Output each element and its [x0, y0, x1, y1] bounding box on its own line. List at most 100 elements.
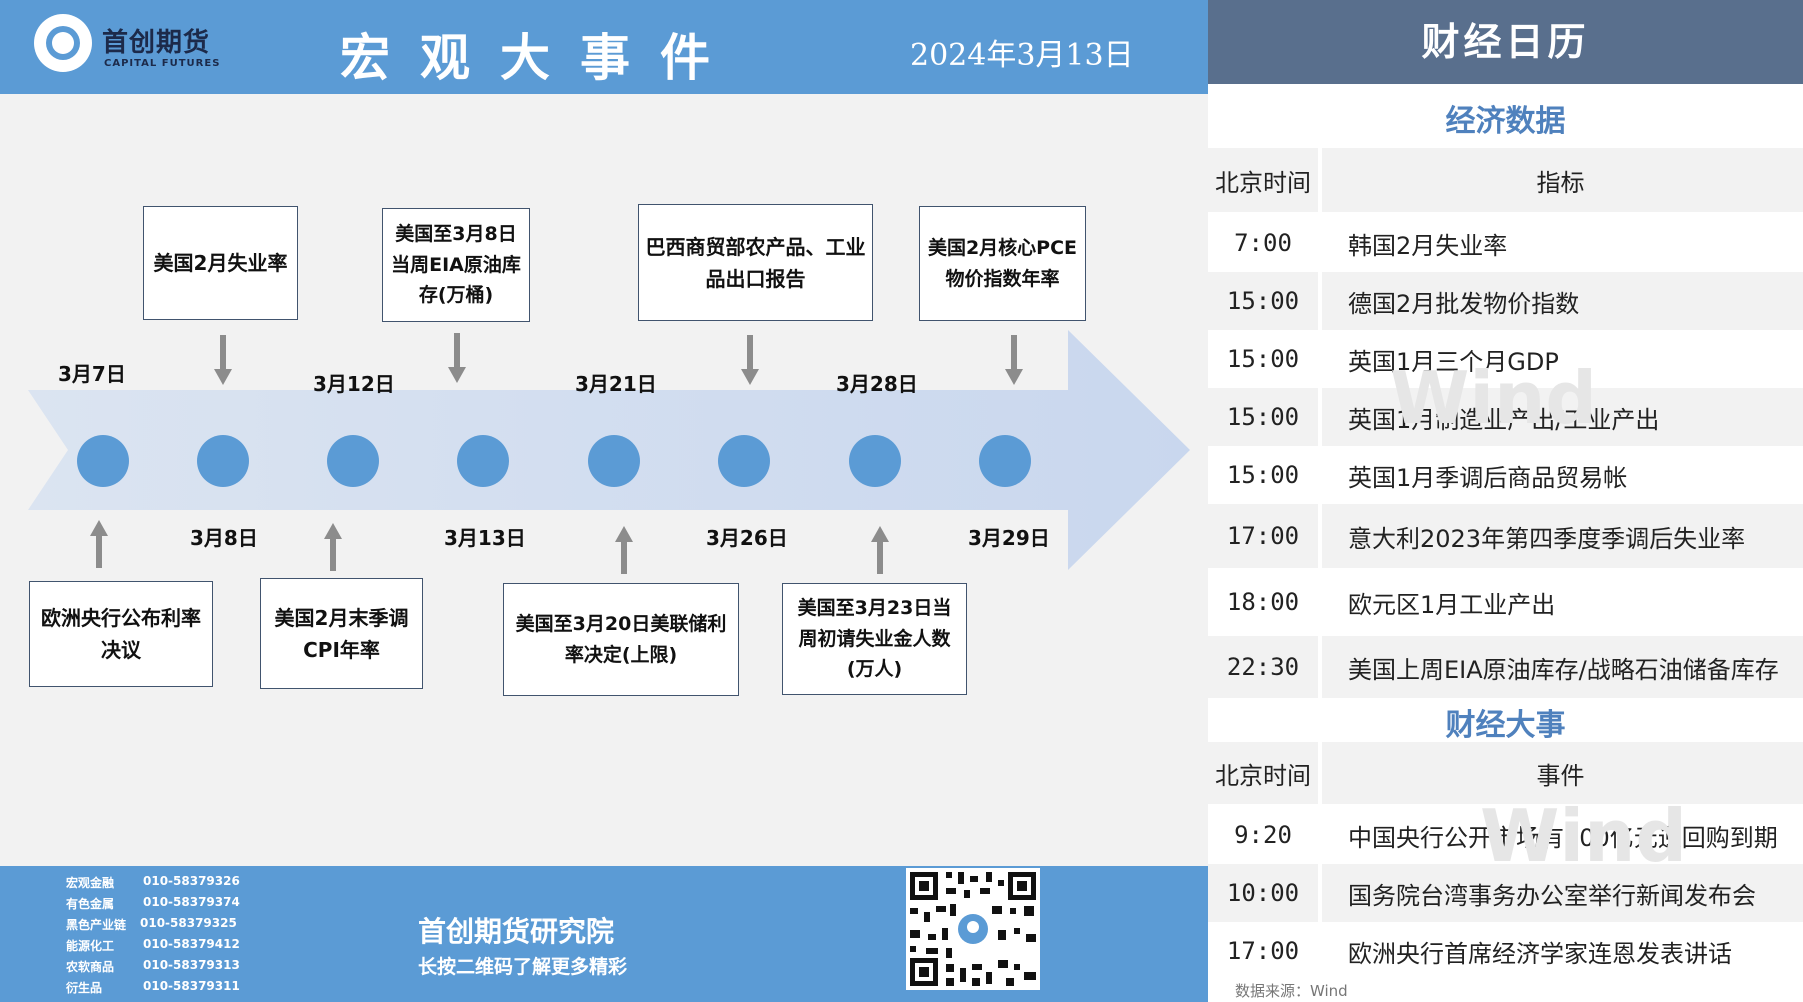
- row-time: 15:00: [1226, 345, 1300, 373]
- events-title: 财经大事: [1445, 708, 1566, 743]
- contact-dept: 宏观金融: [66, 876, 115, 890]
- table-row: 17:00 意大利2023年第四季度季调后失业率: [1208, 504, 1803, 568]
- timeline-dot: [77, 435, 129, 487]
- row-time: 7:00: [1234, 229, 1292, 257]
- timeline-dot: [979, 435, 1031, 487]
- contact-phone: 010-58379311: [143, 979, 240, 993]
- row-time: 10:00: [1226, 879, 1300, 907]
- page-title: 宏观大事件: [340, 28, 740, 87]
- contact-dept: 衍生品: [66, 981, 103, 995]
- table-row: 15:00 英国1月三个月GDP: [1208, 330, 1803, 388]
- timeline-date: 3月12日: [313, 372, 395, 396]
- timeline-date: 3月13日: [444, 526, 526, 550]
- timeline-dot: [849, 435, 901, 487]
- event-box: 美国至3月8日当周EIA原油库存(万桶): [382, 208, 530, 322]
- event-box: 欧洲央行公布利率决议: [29, 581, 213, 687]
- qr-code-icon[interactable]: [906, 868, 1040, 990]
- row-item: 英国1月季调后商品贸易帐: [1348, 463, 1628, 492]
- event-text: 美国2月失业率: [153, 251, 288, 275]
- arrow-up-icon: [90, 520, 108, 568]
- row-item: 欧元区1月工业产出: [1348, 590, 1556, 619]
- table-row: 15:00 德国2月批发物价指数: [1208, 272, 1803, 330]
- arrow-down-icon: [741, 335, 759, 385]
- row-item: 韩国2月失业率: [1348, 231, 1508, 260]
- company-logo: 首创期货 CAPITAL FUTURES: [34, 14, 224, 76]
- contact-dept: 黑色产业链: [66, 918, 127, 932]
- event-text: 美国至3月23日当周初请失业金人数(万人): [797, 597, 952, 681]
- event-box: 美国2月核心PCE物价指数年率: [919, 206, 1086, 321]
- contact-phone: 010-58379313: [143, 958, 240, 972]
- arrow-up-icon: [871, 526, 889, 574]
- table-row: 22:30 美国上周EIA原油库存/战略石油储备库存: [1208, 636, 1803, 698]
- arrow-up-icon: [615, 526, 633, 574]
- col-time-header: 北京时间: [1215, 761, 1311, 790]
- row-item: 美国上周EIA原油库存/战略石油储备库存: [1348, 655, 1779, 684]
- calendar-title: 财经日历: [1208, 0, 1803, 84]
- timeline-date: 3月21日: [575, 372, 657, 396]
- event-text: 美国2月核心PCE物价指数年率: [927, 237, 1078, 290]
- timeline-dot: [197, 435, 249, 487]
- row-time: 17:00: [1226, 522, 1300, 550]
- events-table-header: 北京时间 事件: [1208, 742, 1803, 804]
- timeline-date: 3月29日: [968, 526, 1050, 550]
- event-box: 美国至3月23日当周初请失业金人数(万人): [782, 583, 967, 695]
- row-item: 意大利2023年第四季度季调后失业率: [1348, 524, 1746, 553]
- table-row: 10:00 国务院台湾事务办公室举行新闻发布会: [1208, 864, 1803, 922]
- data-source-note: 数据来源：Wind: [1235, 982, 1348, 1000]
- timeline-date: 3月28日: [836, 372, 918, 396]
- timeline-dot: [457, 435, 509, 487]
- table-row: 9:20 中国央行公开市场有100亿元逆回购到期: [1208, 806, 1803, 864]
- table-row: 18:00 欧元区1月工业产出: [1208, 570, 1803, 634]
- contact-phone: 010-58379326: [143, 874, 240, 888]
- event-text: 欧洲央行公布利率决议: [41, 606, 201, 662]
- row-time: 15:00: [1226, 461, 1300, 489]
- row-item: 欧洲央行首席经济学家连恩发表讲话: [1348, 939, 1732, 968]
- logo-text-en: CAPITAL FUTURES: [104, 58, 221, 69]
- timeline-dot: [588, 435, 640, 487]
- row-time: 22:30: [1226, 653, 1300, 681]
- col-indicator-header: 指标: [1536, 168, 1585, 197]
- contact-phone: 010-58379412: [143, 937, 240, 951]
- event-text: 巴西商贸部农产品、工业品出口报告: [645, 234, 866, 291]
- event-box: 美国2月失业率: [143, 206, 298, 320]
- row-item: 国务院台湾事务办公室举行新闻发布会: [1348, 881, 1756, 910]
- logo-text-cn: 首创期货: [102, 28, 211, 58]
- row-item: 中国央行公开市场有100亿元逆回购到期: [1348, 823, 1778, 852]
- col-time-header: 北京时间: [1215, 168, 1311, 197]
- arrow-up-icon: [324, 523, 342, 571]
- row-time: 17:00: [1226, 937, 1300, 965]
- table-row: 15:00 英国1月制造业产出/工业产出: [1208, 388, 1803, 446]
- contact-phone: 010-58379374: [143, 895, 240, 909]
- timeline-dot: [718, 435, 770, 487]
- arrow-down-icon: [214, 335, 232, 385]
- event-box: 美国2月末季调CPI年率: [260, 578, 423, 689]
- event-box: 巴西商贸部农产品、工业品出口报告: [638, 204, 873, 321]
- column-separator: [1318, 742, 1322, 980]
- col-event-header: 事件: [1536, 761, 1585, 790]
- event-text: 美国至3月20日美联储利率决定(上限): [515, 613, 727, 666]
- contact-dept: 农软商品: [66, 960, 115, 974]
- row-item: 德国2月批发物价指数: [1348, 289, 1580, 318]
- arrow-down-icon: [1005, 335, 1023, 385]
- logo-mark-icon: [34, 14, 92, 72]
- timeline-date: 3月7日: [58, 362, 126, 386]
- row-time: 9:20: [1234, 821, 1292, 849]
- header-bar: [0, 0, 1208, 94]
- row-time: 15:00: [1226, 287, 1300, 315]
- event-text: 美国至3月8日当周EIA原油库存(万桶): [391, 223, 521, 307]
- table-row: 17:00 欧洲央行首席经济学家连恩发表讲话: [1208, 922, 1803, 980]
- report-date: 2024年3月13日: [910, 38, 1134, 73]
- contact-dept: 能源化工: [66, 939, 115, 953]
- timeline-date: 3月8日: [190, 526, 258, 550]
- event-text: 美国2月末季调CPI年率: [274, 605, 409, 662]
- econ-table-header: 北京时间 指标: [1208, 148, 1803, 212]
- logo-swirl-icon: [52, 32, 74, 54]
- row-time: 18:00: [1226, 588, 1300, 616]
- contact-phone: 010-58379325: [140, 916, 237, 930]
- row-time: 15:00: [1226, 403, 1300, 431]
- event-box: 美国至3月20日美联储利率决定(上限): [503, 583, 739, 696]
- row-item: 英国1月制造业产出/工业产出: [1348, 405, 1660, 434]
- timeline-date: 3月26日: [706, 526, 788, 550]
- table-row: 7:00 韩国2月失业率: [1208, 214, 1803, 272]
- table-row: 15:00 英国1月季调后商品贸易帐: [1208, 446, 1803, 504]
